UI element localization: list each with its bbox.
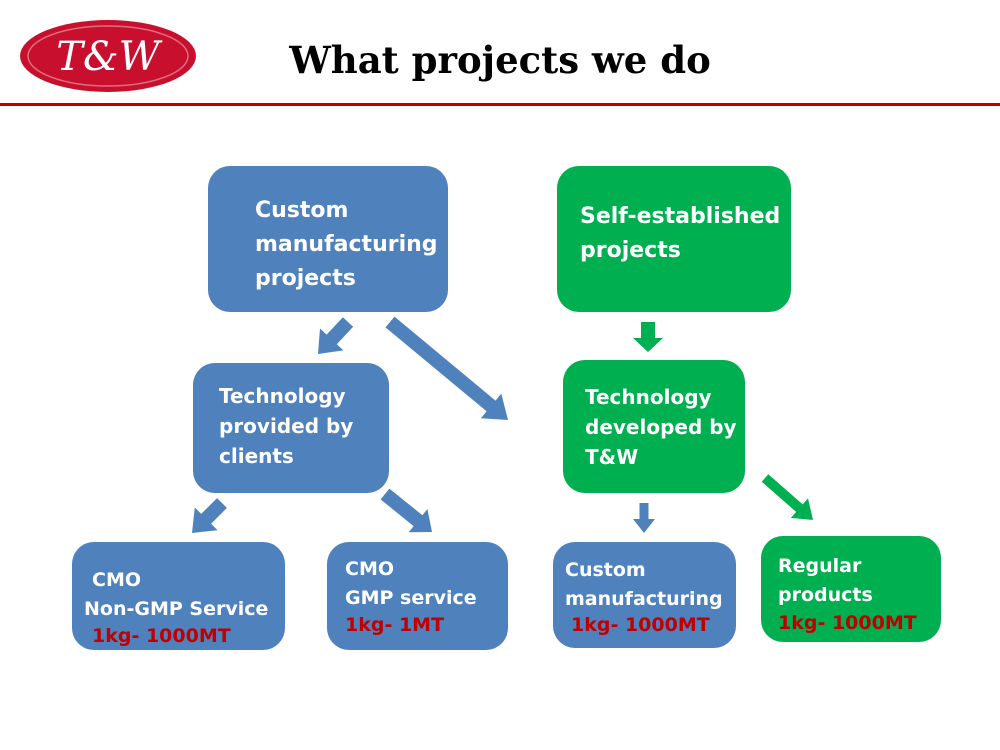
cmo-non-gmp-box: CMO Non-GMP Service 1kg- 1000MT [72,542,285,650]
box-label-line: Regular [778,555,862,577]
arrow-to-tech-clients [318,317,354,354]
box-label-line: manufacturing [255,232,438,257]
box-label-line: Custom [565,559,646,581]
box-label-line: Custom [255,198,349,223]
regular-products-box: Regular products 1kg- 1000MT [761,536,941,642]
page-title: What projects we do [289,38,711,82]
box-label-line: T&W [585,445,639,469]
scale-label: 1kg- 1MT [345,614,445,636]
box-label-line: Non-GMP Service [84,598,269,620]
box-label-line: developed by [585,415,737,439]
custom-manufacturing-box: Custom manufacturing 1kg- 1000MT [553,542,736,648]
box-label-line: manufacturing [565,588,723,610]
box-label-line: clients [219,444,294,468]
technology-provided-by-clients-box: Technology provided by clients [193,363,389,493]
custom-manufacturing-projects-box: Custom manufacturing projects [208,166,448,312]
arrow-to-cmo-non-gmp [192,498,227,533]
box-label-line: products [778,584,873,606]
arrow-to-tech-tw-green [633,322,663,352]
box-label-line: provided by [219,414,354,438]
arrow-to-regular-products [761,474,813,520]
box-label-line: Self-established [580,204,781,229]
scale-label: 1kg- 1000MT [92,625,231,647]
arrow-to-cmo-gmp [380,488,432,533]
box-label-line: GMP service [345,587,477,609]
box-label-line: CMO [345,558,395,580]
technology-developed-by-tw-box: Technology developed by T&W [563,360,745,493]
scale-label: 1kg- 1000MT [778,612,917,634]
cmo-gmp-box: CMO GMP service 1kg- 1MT [327,542,508,650]
arrow-to-custom-manufacturing [633,503,655,533]
box-label-line: Technology [585,385,712,409]
box-label-line: projects [580,238,681,263]
self-established-projects-box: Self-established projects [557,166,791,312]
arrow-to-tech-tw-blue [385,316,508,420]
box-label-line: projects [255,266,356,291]
title-divider [0,103,1000,106]
box-label-line: CMO [92,569,142,591]
logo-text: T&W [56,34,162,80]
box-label-line: Technology [219,384,346,408]
scale-label: 1kg- 1000MT [571,614,710,636]
tw-logo: T&W [18,14,198,94]
